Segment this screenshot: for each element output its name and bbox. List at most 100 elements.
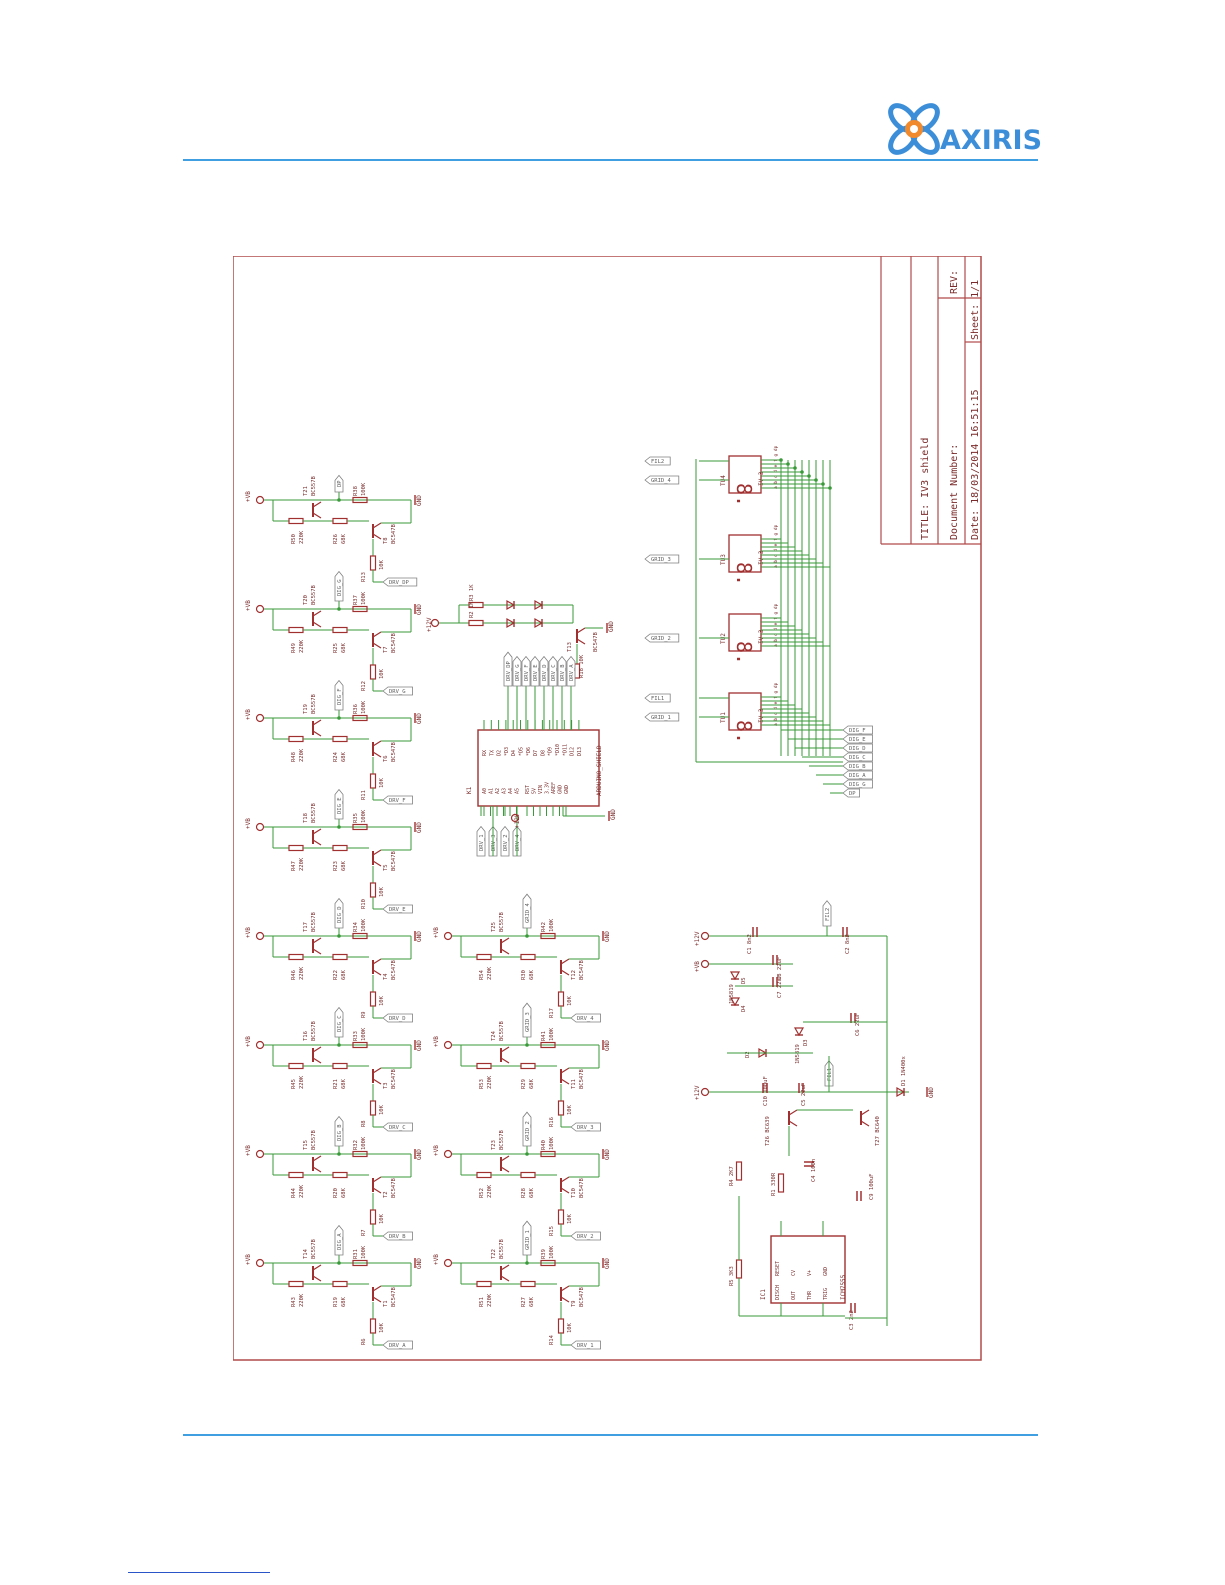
- transistor-lead: [372, 1187, 382, 1194]
- net-label-text: DRV_A: [389, 1343, 406, 1349]
- transistor-ref: T12: [571, 970, 577, 980]
- resistor-ref: R12: [361, 681, 367, 691]
- diode: [506, 617, 516, 629]
- resistor-value: 10K: [379, 1213, 385, 1224]
- resistor: [369, 664, 377, 680]
- net-label-text: DIG_E: [849, 737, 866, 743]
- resistor: [557, 1100, 565, 1116]
- tube-pin-labels: a b c d e f g dp: [773, 682, 779, 726]
- transistor-ref: T6: [383, 755, 389, 762]
- footer-link-underline[interactable]: [128, 1572, 270, 1573]
- arduino-body: [477, 729, 600, 807]
- transistor-lead: [500, 948, 510, 955]
- diode: [729, 971, 741, 981]
- resistor-value: 10K: [567, 995, 573, 1006]
- resistor-value: 10K: [379, 559, 385, 570]
- resistor: [369, 773, 377, 789]
- transistor-part: BC557B: [499, 1129, 505, 1150]
- gnd-label: GND: [416, 604, 423, 615]
- title-block: TITLE: IV3 shield Document Number: REV: …: [880, 256, 981, 545]
- transistor-part: BC557B: [311, 802, 317, 823]
- supply-symbol: [255, 1258, 265, 1268]
- resistor-value: 68K: [529, 1078, 535, 1089]
- net-label-text: DRV_DP: [389, 580, 410, 586]
- net-label: [842, 734, 873, 744]
- resistor-value: 68K: [341, 533, 347, 544]
- supply-symbol: [510, 813, 520, 823]
- resistor-ref: R5 3K3: [729, 1266, 735, 1286]
- ic-pin-label: DISCH: [775, 1285, 781, 1300]
- net-label-text: DRV_G: [515, 664, 521, 681]
- transistor-lead: [860, 1120, 870, 1127]
- net-label-text: DIG_B: [337, 1124, 343, 1141]
- net-label-text: DIG_C: [337, 1015, 343, 1032]
- tube-pin-labels: a b c d e f g dp: [773, 603, 779, 647]
- ic-pin-label: V+: [807, 1270, 813, 1276]
- resistor-value: 68K: [341, 642, 347, 653]
- junction: [814, 478, 818, 482]
- transistor-lead: [312, 1264, 322, 1271]
- gnd-label: GND: [416, 1040, 423, 1051]
- transistor-ref: T7: [383, 646, 389, 653]
- resistor-ref: R2 1K: [469, 601, 475, 618]
- resistor-ref: R23: [333, 861, 339, 871]
- resistor-value: 68K: [341, 860, 347, 871]
- resistor-ref: R22: [333, 970, 339, 980]
- net-label: [476, 825, 486, 857]
- supply-symbol: [443, 1040, 453, 1050]
- supply-label: +VB: [433, 927, 440, 938]
- net-label-text: FIL2: [651, 459, 664, 465]
- transistor-part: BC557B: [311, 1238, 317, 1259]
- net-label-text: FIL1: [651, 696, 664, 702]
- net-label-text: DRV_F: [524, 664, 530, 681]
- capacitor-ref: C6 22uF: [855, 1013, 861, 1036]
- resistor-value: 100K: [549, 918, 555, 932]
- resistor: [288, 517, 304, 525]
- footer-rule: [183, 1434, 1038, 1436]
- pin-label: TX: [489, 750, 495, 756]
- resistor: [476, 1171, 492, 1179]
- resistor: [352, 932, 368, 940]
- transistor-ref: T3: [383, 1082, 389, 1089]
- net-label: [539, 655, 549, 687]
- resistor-value: 220K: [487, 1184, 493, 1198]
- net-label: [521, 655, 531, 687]
- transistor-lead: [372, 740, 382, 747]
- resistor: [352, 1259, 368, 1267]
- ic-pin-label: OUT: [791, 1291, 797, 1300]
- net-label: [500, 825, 510, 857]
- resistor: [352, 823, 368, 831]
- net-label: [566, 655, 576, 687]
- resistor: [369, 1318, 377, 1334]
- gnd-label: GND: [416, 713, 423, 724]
- transistor-part: BC547B: [391, 1286, 397, 1307]
- diode-ref: D1 1N400x: [901, 1056, 907, 1086]
- net-label: [557, 655, 567, 687]
- net-label: [382, 577, 418, 587]
- junction: [337, 716, 341, 720]
- net-label-text: DIG_B: [849, 764, 866, 770]
- net-label: [522, 1002, 532, 1038]
- resistor-value: 100K: [361, 1136, 367, 1150]
- ic-pin-label: GND: [823, 1267, 829, 1276]
- pin-label: D12: [570, 747, 576, 756]
- resistor: [352, 1041, 368, 1049]
- sheet-text: Sheet: 1/1: [970, 280, 981, 340]
- resistor-value: 68K: [341, 1296, 347, 1307]
- capacitor-ref: C9 100uF: [869, 1174, 875, 1201]
- resistor: [332, 735, 348, 743]
- transistor-lead: [372, 849, 382, 856]
- net-label: [644, 554, 680, 564]
- ic-pin-label: TRIG: [823, 1288, 829, 1300]
- transistor-lead: [312, 501, 322, 508]
- resistor: [332, 517, 348, 525]
- diode-part: 1N5819: [729, 984, 735, 1004]
- net-label-text: GRID_3: [525, 1012, 531, 1032]
- transistor-ref: T22: [491, 1249, 497, 1259]
- net-label-text: FIL2: [825, 908, 831, 921]
- resistor-value: 220K: [299, 1075, 305, 1089]
